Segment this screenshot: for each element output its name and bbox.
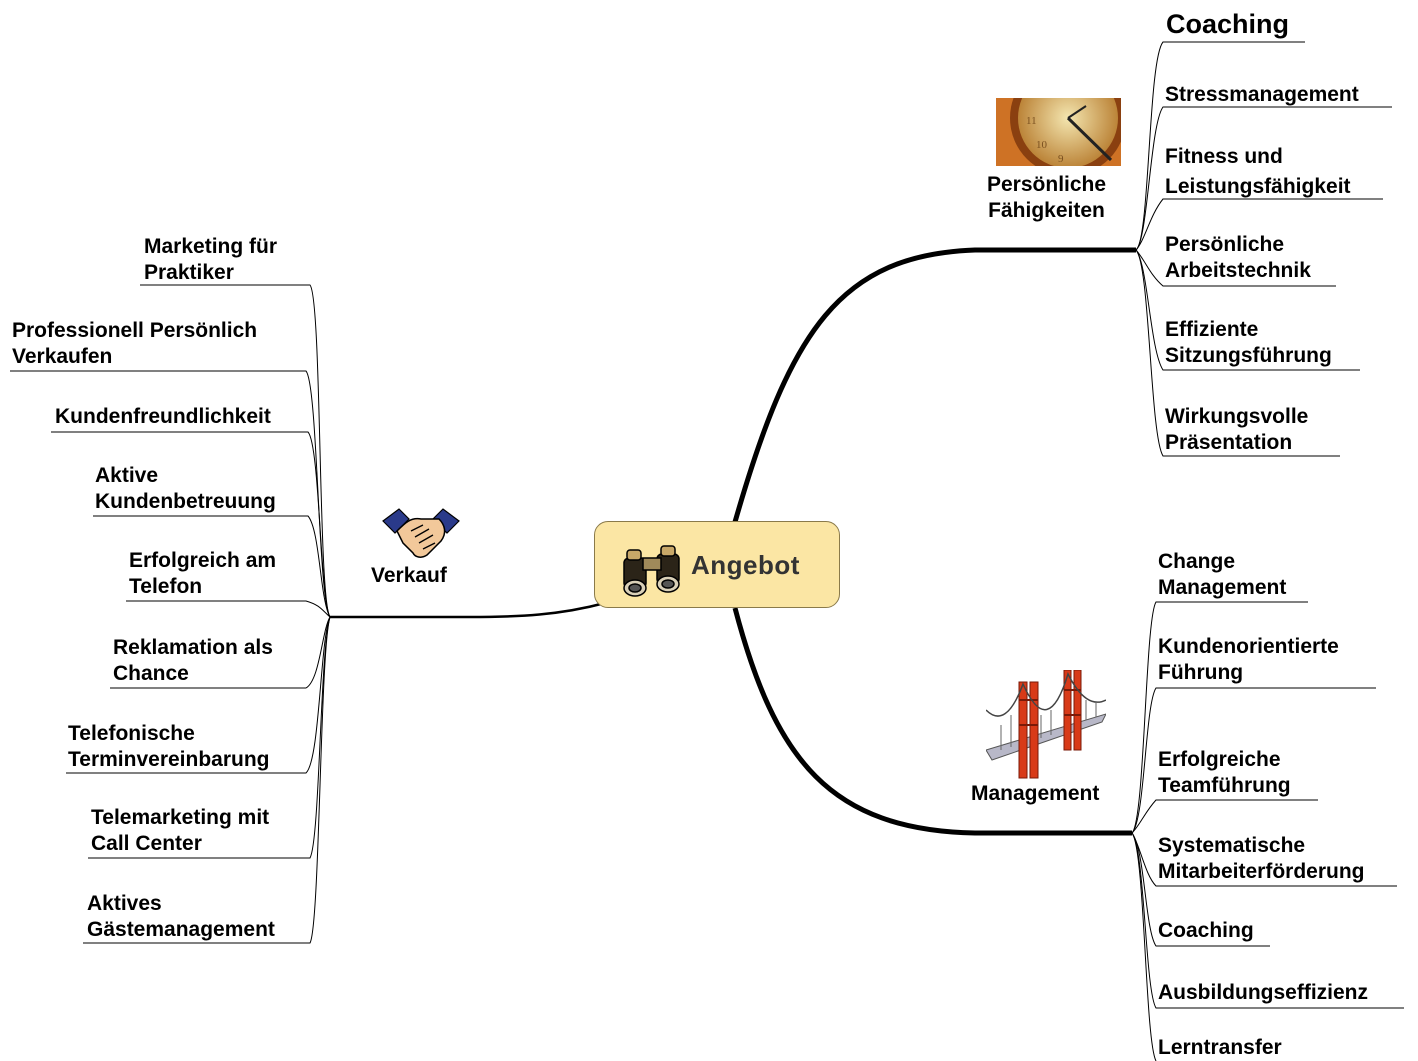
topic-line: Management	[1158, 576, 1287, 599]
topic-line: Kundenfreundlichkeit	[55, 405, 271, 428]
topic-line: Aktive	[95, 464, 159, 487]
topic-marketing-praktiker[interactable]: Marketing für Praktiker	[144, 234, 277, 286]
bridge-icon	[986, 670, 1106, 779]
topic-line: Professionell Persönlich	[12, 319, 258, 342]
branch-label-line: Management	[971, 782, 1100, 805]
topic-line: Terminvereinbarung	[68, 748, 270, 771]
topic-gaestemanagement[interactable]: Aktives Gästemanagement	[87, 891, 275, 943]
clock-icon: 11 10 9	[996, 98, 1121, 166]
topic-terminvereinbarung[interactable]: Telefonische Terminvereinbarung	[68, 721, 270, 773]
branch-curve-personal	[732, 247, 1136, 523]
topic-line: Stressmanagement	[1165, 83, 1359, 106]
topic-line: Systematische	[1158, 834, 1306, 857]
branch-label-line: Fähigkeiten	[988, 199, 1105, 222]
branch-label-sales[interactable]: Verkauf	[371, 563, 447, 589]
topic-line: Reklamation als	[113, 636, 273, 659]
topic-line: Marketing für	[144, 235, 278, 258]
topic-mitarbeiterfoerderung[interactable]: Systematische Mitarbeiterförderung	[1158, 833, 1365, 885]
topic-line: Teamführung	[1158, 774, 1291, 797]
personal-subconnectors	[1135, 41, 1392, 457]
topic-line: Change	[1158, 550, 1236, 573]
topic-line: Verkaufen	[12, 345, 113, 368]
branch-label-line: Persönliche	[987, 173, 1107, 196]
branch-label-line: Verkauf	[371, 564, 447, 587]
topic-line: Chance	[113, 662, 189, 685]
topic-line: Leistungsfähigkeit	[1165, 175, 1351, 198]
topic-reklamation[interactable]: Reklamation als Chance	[113, 635, 273, 687]
topic-line: Ausbildungseffizienz	[1158, 981, 1368, 1004]
topic-line: Wirkungsvolle	[1165, 405, 1309, 428]
topic-teamfuehrung[interactable]: Erfolgreiche Teamführung	[1158, 747, 1291, 799]
topic-arbeitstechnik[interactable]: Persönliche Arbeitstechnik	[1165, 232, 1311, 284]
topic-kundenorientierte-fuehrung[interactable]: Kundenorientierte Führung	[1158, 634, 1339, 686]
topic-kundenfreundlichkeit[interactable]: Kundenfreundlichkeit	[55, 404, 271, 430]
topic-sitzungsfuehrung[interactable]: Effiziente Sitzungsführung	[1165, 317, 1332, 369]
topic-line: Telefon	[129, 575, 203, 598]
topic-line: Kundenorientierte	[1158, 635, 1339, 658]
topic-stressmanagement[interactable]: Stressmanagement	[1165, 82, 1359, 108]
topic-line: Effiziente	[1165, 318, 1259, 341]
topic-line: Telemarketing mit	[91, 806, 270, 829]
svg-text:11: 11	[1026, 115, 1037, 127]
topic-professionell-verkaufen[interactable]: Professionell Persönlich Verkaufen	[12, 318, 257, 370]
topic-line: Praktiker	[144, 261, 234, 284]
topic-telemarketing[interactable]: Telemarketing mit Call Center	[91, 805, 269, 857]
topic-line: Präsentation	[1165, 431, 1293, 454]
topic-line: Coaching	[1166, 9, 1290, 39]
handshake-icon	[382, 508, 460, 558]
topic-change-management[interactable]: Change Management	[1158, 549, 1286, 601]
topic-coaching-personal[interactable]: Coaching	[1166, 9, 1289, 39]
sales-subconnectors	[10, 284, 331, 944]
topic-line: Call Center	[91, 832, 202, 855]
topic-erfolgreich-telefon[interactable]: Erfolgreich am Telefon	[129, 548, 276, 600]
topic-ausbildungseffizienz[interactable]: Ausbildungseffizienz	[1158, 980, 1368, 1006]
topic-line: Telefonische	[68, 722, 195, 745]
topic-line: Gästemanagement	[87, 918, 275, 941]
topic-line: Erfolgreich am	[129, 549, 277, 572]
topic-line: Lerntransfer	[1158, 1036, 1282, 1059]
topic-line: Coaching	[1158, 919, 1254, 942]
branch-label-personal[interactable]: Persönliche Fähigkeiten	[987, 172, 1106, 224]
branch-curve-management	[732, 607, 1132, 836]
branch-curve-sales	[330, 601, 606, 619]
topic-line: Arbeitstechnik	[1165, 259, 1311, 282]
central-topic-label: Angebot	[691, 550, 800, 580]
svg-text:10: 10	[1036, 139, 1048, 151]
central-topic[interactable]: Angebot	[594, 521, 840, 608]
topic-fitness[interactable]: Fitness und Leistungsfähigkeit	[1165, 142, 1351, 202]
svg-text:9: 9	[1058, 153, 1064, 165]
topic-line: Aktives	[87, 892, 162, 915]
topic-line: Kundenbetreuung	[95, 490, 276, 513]
topic-line: Mitarbeiterförderung	[1158, 860, 1365, 883]
topic-line: Fitness und	[1165, 145, 1283, 168]
topic-line: Erfolgreiche	[1158, 748, 1281, 771]
topic-line: Persönliche	[1165, 233, 1285, 256]
topic-praesentation[interactable]: Wirkungsvolle Präsentation	[1165, 404, 1308, 456]
binoculars-icon	[623, 545, 680, 597]
topic-coaching-management[interactable]: Coaching	[1158, 918, 1254, 944]
topic-line: Führung	[1158, 661, 1244, 684]
branch-label-management[interactable]: Management	[971, 781, 1099, 807]
topic-line: Sitzungsführung	[1165, 344, 1332, 367]
topic-kundenbetreuung[interactable]: Aktive Kundenbetreuung	[95, 463, 276, 515]
topic-lerntransfer[interactable]: Lerntransfer	[1158, 1035, 1282, 1061]
management-subconnectors	[1131, 601, 1404, 1061]
